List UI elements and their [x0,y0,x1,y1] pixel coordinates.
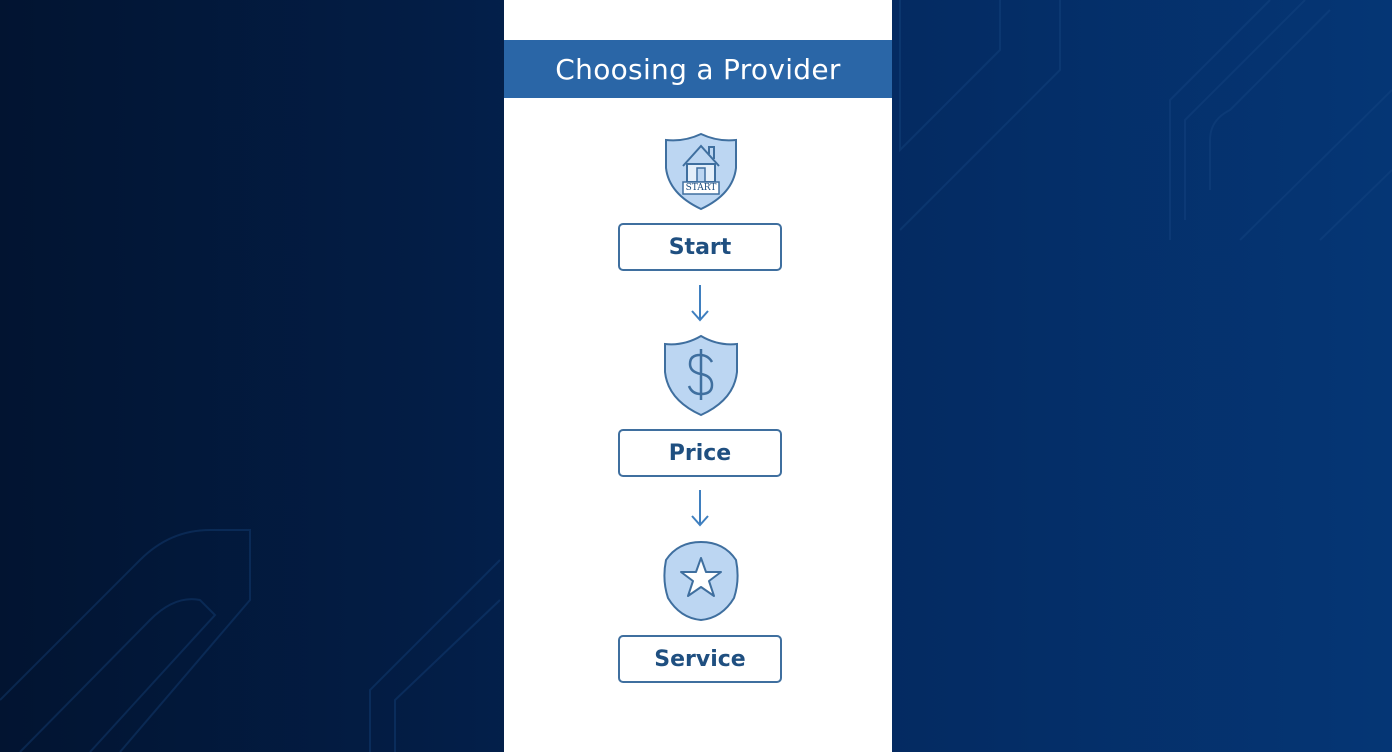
step-start-box: Start [618,223,782,271]
step-service-box: Service [618,635,782,683]
step-price-box: Price [618,429,782,477]
flowchart-panel: Choosing a Provider START Start Price Se… [504,0,892,752]
house-shield-icon [665,132,737,211]
dollar-shield-icon [664,334,738,417]
diagram-title: Choosing a Provider [555,52,841,86]
arrow-down-icon [691,490,709,527]
step-price-label: Price [668,440,732,466]
step-start-label: Start [668,234,732,260]
step-service-label: Service [654,646,746,672]
title-bar: Choosing a Provider [504,40,892,98]
star-badge-icon [663,540,739,622]
start-badge-text: START [685,183,717,193]
arrow-down-icon [691,285,709,322]
